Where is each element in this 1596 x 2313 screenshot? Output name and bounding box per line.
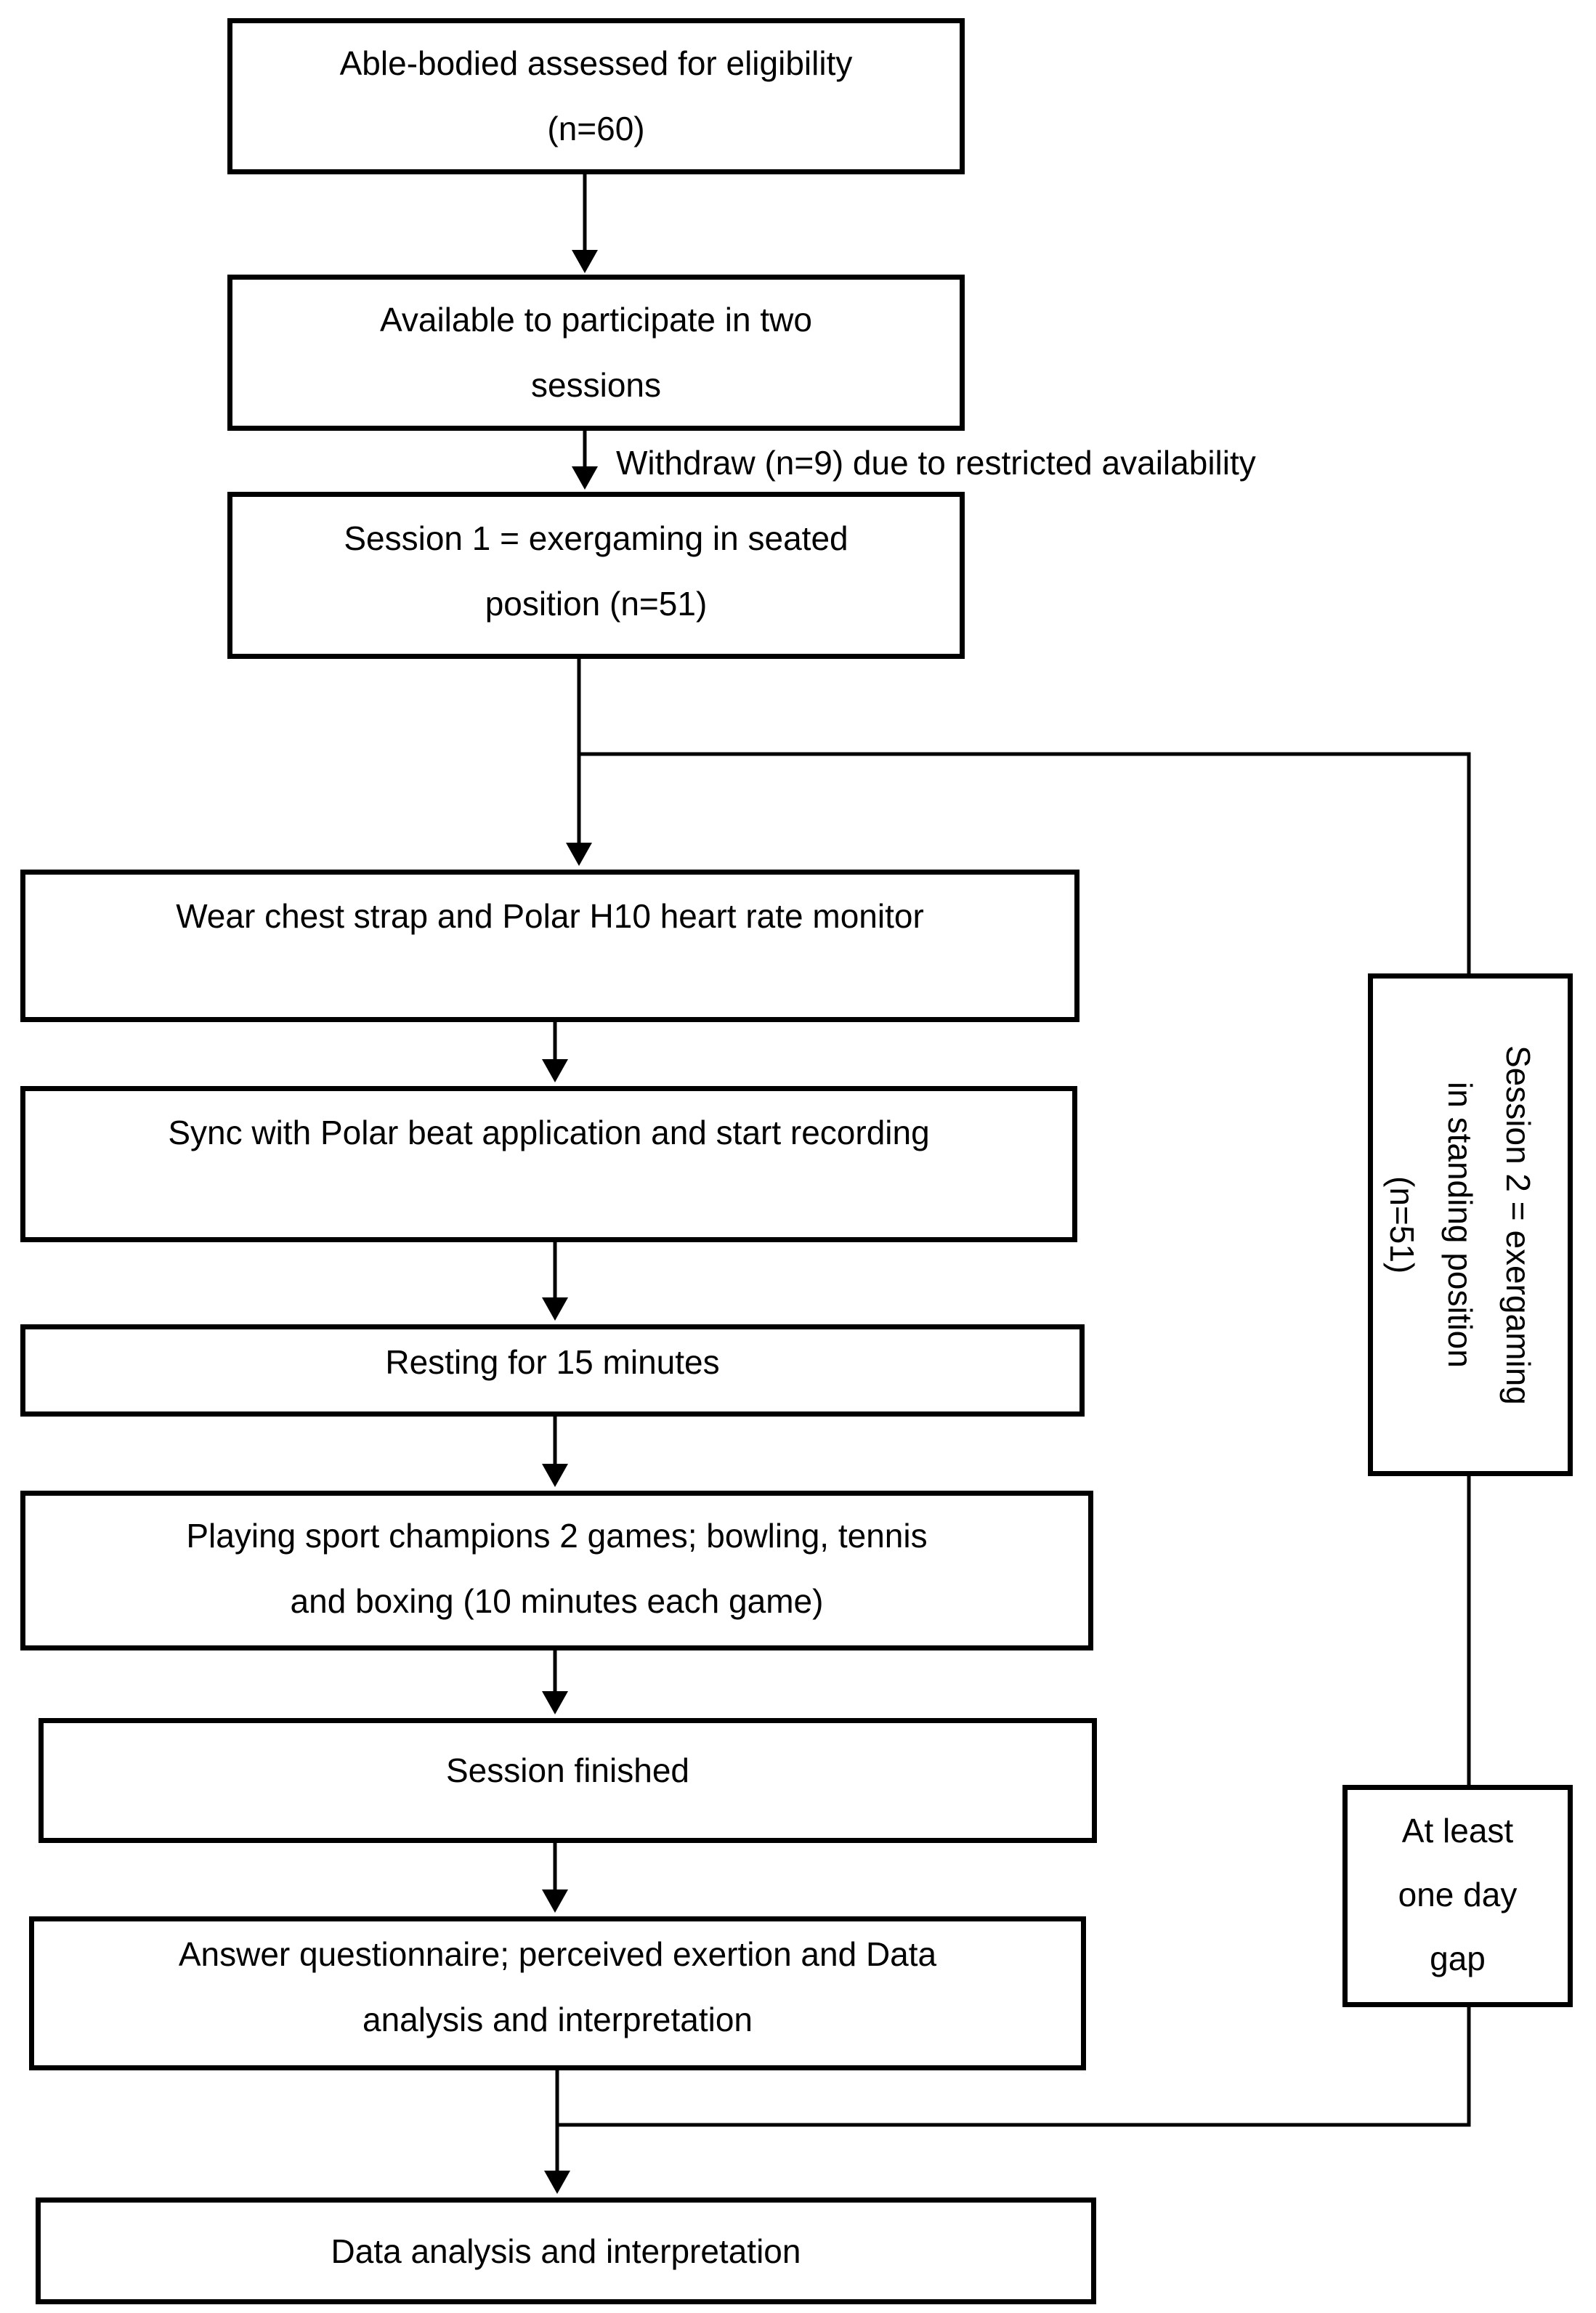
node-text-line: Sync with Polar beat application and sta… xyxy=(168,1114,930,1151)
node-text-line: (n=51) xyxy=(1383,1175,1421,1274)
node-text-line: Wear chest strap and Polar H10 heart rat… xyxy=(176,897,924,935)
connector-gap-merge xyxy=(557,2007,1471,2127)
node-text-line: analysis and interpretation xyxy=(362,2001,753,2038)
arrowhead-finished xyxy=(542,1691,568,1714)
node-text-line: Playing sport champions 2 games; bowling… xyxy=(186,1517,928,1555)
node-text-line: and boxing (10 minutes each game) xyxy=(290,1582,824,1620)
node-text-line: in standing position xyxy=(1441,1082,1479,1368)
node-text-line: (n=60) xyxy=(547,110,645,147)
arrowhead-resting xyxy=(542,1297,568,1321)
node-session-finished: Session finished xyxy=(39,1718,1097,1843)
node-text-line: Resting for 15 minutes xyxy=(385,1343,720,1381)
node-text-line: position (n=51) xyxy=(485,585,708,623)
node-text-line: At least xyxy=(1401,1812,1514,1850)
node-one-day-gap: At least one day gap xyxy=(1342,1785,1573,2007)
arrowhead-session1 xyxy=(572,466,598,490)
node-available: Available to participate in two sessions xyxy=(227,275,965,431)
arrowhead-sync xyxy=(542,1059,568,1082)
node-text-line: Session 2 = exergaming xyxy=(1499,1045,1537,1405)
node-session1: Session 1 = exergaming in seated positio… xyxy=(227,492,965,659)
node-text-line: sessions xyxy=(531,366,661,404)
node-questionnaire: Answer questionnaire; perceived exertion… xyxy=(29,1916,1086,2070)
arrowhead-analysis xyxy=(544,2171,570,2194)
node-eligibility: Able-bodied assessed for eligibility (n=… xyxy=(227,18,965,174)
node-text-line: gap xyxy=(1430,1940,1486,1977)
node-text-line: Session 1 = exergaming in seated xyxy=(344,519,848,557)
arrowhead-wear xyxy=(566,843,592,866)
node-text-line: Data analysis and interpretation xyxy=(331,2232,801,2270)
node-data-analysis: Data analysis and interpretation xyxy=(36,2197,1096,2304)
arrowhead-available xyxy=(572,250,598,273)
node-session2-standing: Session 2 = exergaming in standing posit… xyxy=(1368,973,1573,1476)
arrowhead-questionnaire xyxy=(542,1889,568,1913)
node-playing-games: Playing sport champions 2 games; bowling… xyxy=(20,1491,1093,1650)
arrowhead-playing xyxy=(542,1464,568,1487)
node-sync-polar-beat: Sync with Polar beat application and sta… xyxy=(20,1086,1077,1242)
node-text-line: Answer questionnaire; perceived exertion… xyxy=(178,1935,937,1973)
node-text-line: Session finished xyxy=(446,1751,689,1789)
node-text-line: one day xyxy=(1398,1876,1518,1913)
node-wear-chest-strap: Wear chest strap and Polar H10 heart rat… xyxy=(20,870,1079,1022)
node-text-line: Able-bodied assessed for eligibility xyxy=(339,44,853,82)
withdraw-label: Withdraw (n=9) due to restricted availab… xyxy=(616,444,1256,482)
connector-session1-branch-session2 xyxy=(577,659,1471,973)
node-resting: Resting for 15 minutes xyxy=(20,1324,1085,1417)
node-text-line: Available to participate in two xyxy=(380,301,812,339)
